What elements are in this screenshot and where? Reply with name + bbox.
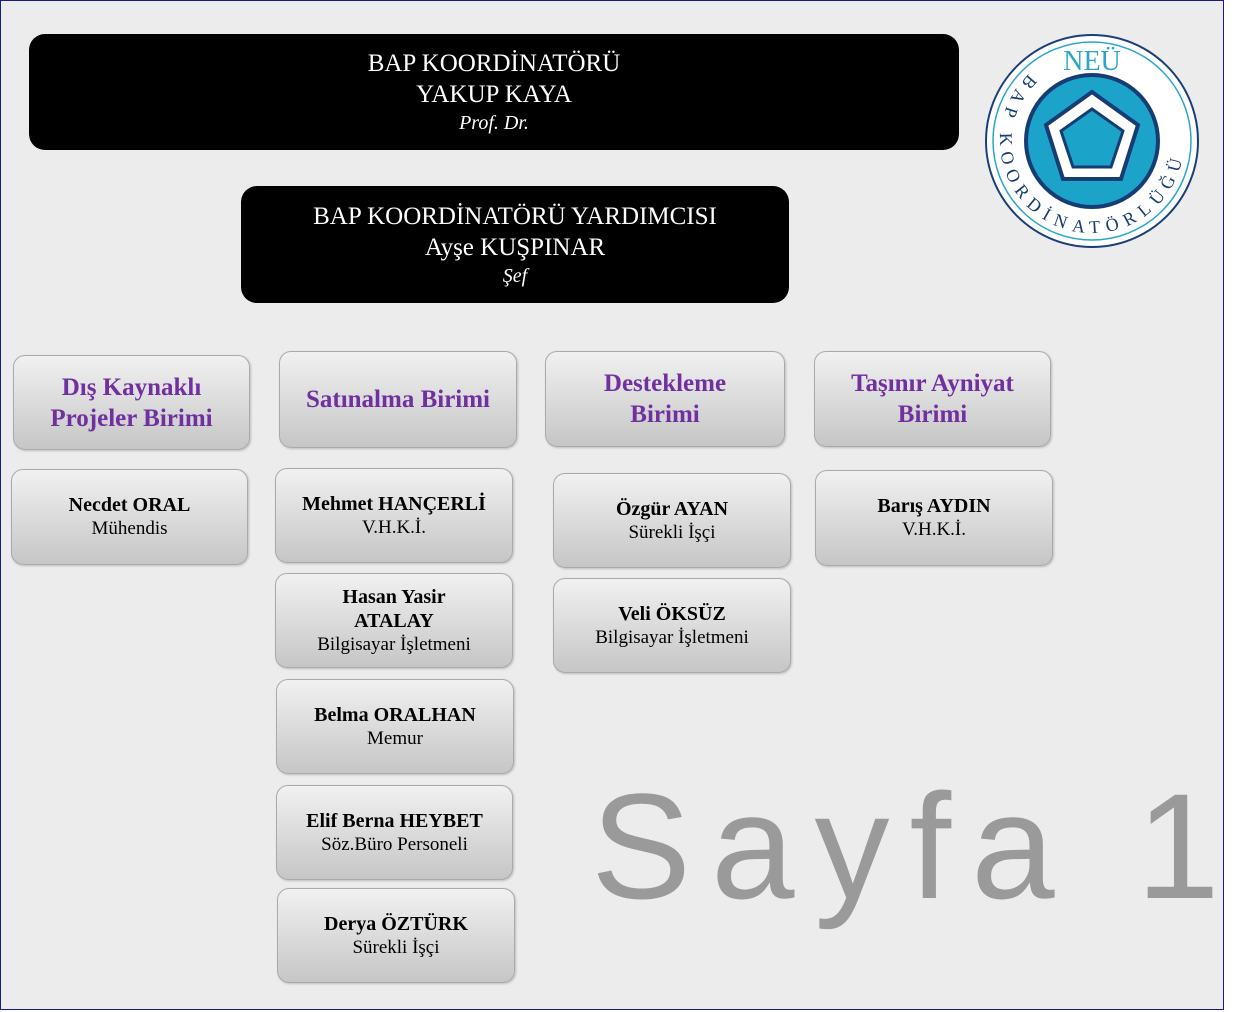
neu-bap-logo: NEÜ BAP KOORDİNATÖRLÜĞÜ: [985, 34, 1199, 248]
staff-name: Necdet ORAL: [68, 494, 191, 516]
unit-tasinir: Taşınır Ayniyat Birimi: [814, 351, 1051, 447]
coordinator-title: BAP KOORDİNATÖRÜ: [367, 50, 621, 77]
unit-title: Satınalma Birimi: [305, 386, 491, 413]
staff-role: Sürekli İşçi: [352, 936, 440, 958]
staff-role: Memur: [367, 727, 423, 749]
watermark: Sayfa 1: [591, 762, 1224, 930]
assistant-title: BAP KOORDİNATÖRÜ YARDIMCISI: [313, 203, 717, 230]
staff-role: Sürekli İşçi: [628, 521, 716, 543]
staff-role: Mühendis: [91, 518, 168, 539]
unit-title: Taşınır Ayniyat Birimi: [851, 370, 1014, 428]
unit-satinalma: Satınalma Birimi: [279, 351, 517, 448]
staff-name: Mehmet HANÇERLİ: [302, 492, 486, 515]
staff-role: Bilgisayar İşletmeni: [317, 633, 471, 655]
logo-top-text: NEÜ: [1063, 46, 1121, 77]
staff-name: Özgür AYAN: [615, 497, 729, 520]
staff-role: V.H.K.İ.: [901, 519, 967, 540]
staff-name: Belma ORALHAN: [314, 703, 476, 726]
staff-role: V.H.K.İ.: [361, 516, 427, 538]
assistant-name: Ayşe KUŞPINAR: [424, 234, 606, 261]
staff-role: Bilgisayar İşletmeni: [595, 626, 749, 648]
staff-name: Elif Berna HEYBET: [306, 809, 483, 832]
assistant-rank: Şef: [502, 265, 528, 287]
assistant-box: BAP KOORDİNATÖRÜ YARDIMCISI Ayşe KUŞPINA…: [241, 186, 789, 303]
unit-destekleme: Destekleme Birimi: [545, 351, 785, 447]
coordinator-name: YAKUP KAYA: [416, 81, 572, 108]
coordinator-rank: Prof. Dr.: [459, 112, 529, 134]
coordinator-box: BAP KOORDİNATÖRÜ YAKUP KAYA Prof. Dr.: [29, 34, 959, 150]
staff-name: Derya ÖZTÜRK: [324, 912, 468, 935]
staff-name: Veli ÖKSÜZ: [618, 602, 726, 625]
unit-dis-kaynakli: Dış Kaynaklı Projeler Birimi: [13, 355, 250, 450]
unit-title: Destekleme Birimi: [603, 370, 727, 428]
staff-name: Barış AYDIN: [877, 495, 991, 517]
staff-name: Hasan Yasir ATALAY: [342, 585, 446, 632]
staff-role: Söz.Büro Personeli: [321, 833, 468, 855]
unit-title: Dış Kaynaklı Projeler Birimi: [50, 373, 213, 432]
